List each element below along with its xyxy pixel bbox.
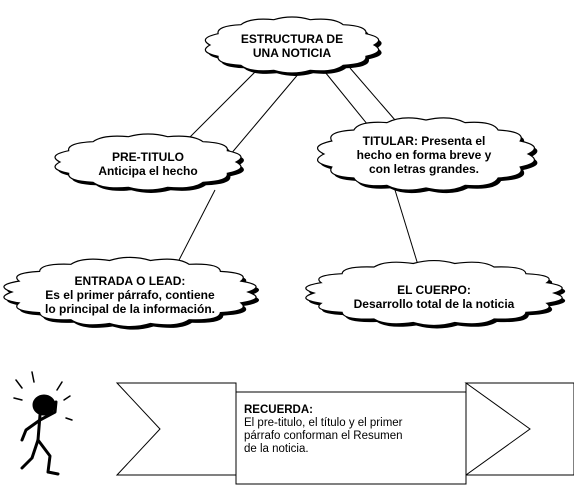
connector-pretitulo-entrada (177, 189, 216, 263)
connector-root-pretitulo-2 (229, 71, 301, 156)
titular-line-1: TITULAR: Presenta el (362, 134, 486, 148)
pretitulo-node: PRE-TITULO Anticipa el hecho (68, 150, 228, 178)
entrada-node: ENTRADA O LEAD: Es el primer párrafo, co… (10, 274, 250, 316)
cuerpo-node: EL CUERPO: Desarrollo total de la notici… (320, 283, 548, 311)
root-cloud (204, 16, 380, 74)
recuerda-line-2: párrafo conforman el Resumen (244, 430, 403, 442)
pretitulo-cloud (54, 133, 242, 191)
recuerda-banner (115, 382, 574, 485)
entrada-title: ENTRADA O LEAD: (74, 274, 186, 288)
connector-root-pretitulo (184, 61, 266, 143)
recuerda-line-1: El pre-titulo, el título y el primer (244, 417, 403, 429)
cuerpo-cloud (305, 259, 563, 327)
root-line-2: UNA NOTICIA (252, 46, 332, 60)
recuerda-line-3: de la noticia. (244, 443, 309, 455)
root-node: ESTRUCTURA DE UNA NOTICIA (232, 32, 352, 60)
connector-root-titular (324, 71, 373, 131)
entrada-line-2: lo principal de la información. (44, 302, 216, 316)
root-line-1: ESTRUCTURA DE (240, 32, 344, 46)
cuerpo-desc: Desarrollo total de la noticia (353, 297, 515, 311)
connector-titular-cuerpo (394, 189, 419, 266)
pretitulo-title: PRE-TITULO (112, 150, 184, 164)
recuerda-title: RECUERDA: (244, 404, 313, 416)
cuerpo-title: EL CUERPO: (397, 283, 471, 297)
titular-line-3: con letras grandes. (368, 162, 480, 176)
banner-right-tail (464, 382, 574, 476)
pretitulo-desc: Anticipa el hecho (98, 164, 198, 178)
connector-root-titular-2 (349, 67, 396, 121)
entrada-cloud (3, 256, 257, 328)
titular-node: TITULAR: Presenta el hecho en forma brev… (338, 134, 510, 176)
banner-left-tail (115, 382, 237, 476)
thinking-figure-icon (13, 371, 73, 476)
entrada-line-1: Es el primer párrafo, contiene (45, 288, 215, 302)
connector-lines (177, 61, 419, 266)
clouds (3, 16, 566, 330)
titular-line-2: hecho en forma breve y (356, 148, 492, 162)
banner-center-panel (235, 391, 467, 485)
recuerda-note: RECUERDA: El pre-titulo, el título y el … (244, 404, 459, 456)
titular-cloud (316, 117, 536, 191)
